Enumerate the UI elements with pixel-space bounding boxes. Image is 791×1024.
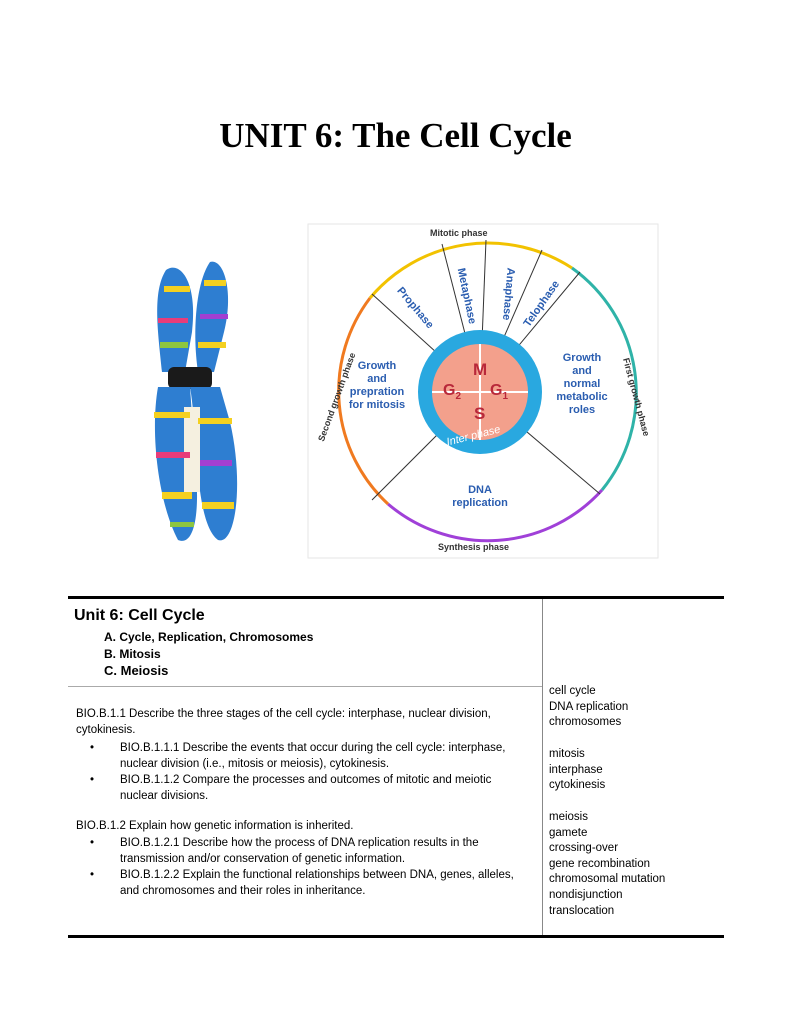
- standards-table: Unit 6: Cell Cycle A. Cycle, Replication…: [68, 596, 724, 938]
- vocab-group-2: mitosis interphase cytokinesis: [549, 747, 605, 794]
- vocab-term: mitosis: [549, 748, 585, 760]
- left-region-line: for mitosis: [348, 399, 406, 411]
- cell-cycle-figure: Mitotic phase Second growth phase First …: [140, 222, 660, 562]
- left-region-line: Growth: [357, 360, 397, 372]
- bottom-region-line: replication: [452, 497, 508, 509]
- vocab-term: DNA replication: [549, 700, 629, 713]
- standard-bullet: • BIO.B.1.1.1 Describe the events that o…: [90, 740, 518, 772]
- left-region-line: prepration: [349, 386, 405, 398]
- subtopic-a: A. Cycle, Replication, Chromosomes: [104, 630, 314, 644]
- mitotic-phase-label: Mitotic phase: [430, 228, 488, 238]
- subtopic-c: C. Meiosis: [104, 663, 169, 678]
- g1-letter: G: [490, 382, 503, 399]
- vocab-term: meiosis: [549, 811, 588, 823]
- vocab-term: crossing-over: [549, 842, 619, 855]
- right-region-line: and: [572, 365, 592, 377]
- left-region-text: Growth and prepration for mitosis: [332, 360, 422, 412]
- vocab-term: translocation: [549, 904, 615, 917]
- left-region-line: and: [367, 373, 387, 385]
- bottom-region-text: DNA replication: [440, 484, 520, 510]
- subtopic-b: B. Mitosis: [104, 647, 161, 661]
- right-region-line: metabolic: [556, 391, 608, 403]
- center-m-label: M: [473, 360, 488, 379]
- right-region-text: Growth and normal metabolic roles: [542, 352, 622, 417]
- vocab-term: cell cycle: [549, 685, 596, 697]
- standard-bullet-text: BIO.B.1.1.2 Compare the processes and ou…: [120, 774, 492, 802]
- standard-bullet-text: BIO.B.1.2.2 Explain the functional relat…: [120, 869, 514, 897]
- vocab-term: cytokinesis: [549, 779, 606, 792]
- page-title: UNIT 6: The Cell Cycle: [219, 116, 572, 155]
- standard-main: BIO.B.1.2 Explain how genetic informatio…: [76, 820, 354, 832]
- bullet-glyph: •: [90, 742, 95, 754]
- vocab-group-1: cell cycle DNA replication chromosomes: [549, 684, 628, 731]
- synthesis-phase-label: Synthesis phase: [438, 542, 510, 552]
- center-s-label: S: [474, 404, 486, 423]
- standard-bullet-text: BIO.B.1.2.1 Describe how the process of …: [120, 837, 479, 865]
- center-g2-label: G2: [443, 382, 461, 402]
- bottom-region-line: DNA: [468, 484, 492, 496]
- standard-bullet: • BIO.B.1.2.2 Explain the functional rel…: [90, 867, 518, 899]
- g2-subscript: 2: [455, 391, 462, 403]
- bullet-glyph: •: [90, 837, 95, 849]
- vocab-term: chromosomes: [549, 716, 622, 729]
- g2-letter: G: [443, 382, 456, 399]
- vocab-group-3: meiosis gamete crossing-over gene recomb…: [549, 810, 665, 919]
- vocab-term: chromosomal mutation: [549, 873, 666, 886]
- cell-cycle-diagram: [154, 223, 659, 559]
- right-region-line: roles: [568, 404, 596, 416]
- vocab-term: gene recombination: [549, 857, 651, 870]
- vocab-term: nondisjunction: [549, 888, 623, 901]
- standard-bullet: • BIO.B.1.1.2 Compare the processes and …: [90, 772, 518, 804]
- standard-bullet-text: BIO.B.1.1.1 Describe the events that occ…: [120, 742, 506, 770]
- vocab-term: gamete: [549, 826, 588, 839]
- center-g1-label: G1: [490, 382, 508, 402]
- chromosome-illustration: [154, 261, 238, 541]
- standard-main: BIO.B.1.1 Describe the three stages of t…: [76, 708, 491, 736]
- right-region-line: normal: [563, 378, 601, 390]
- column-divider: [542, 599, 543, 935]
- standard-bullet: • BIO.B.1.2.1 Describe how the process o…: [90, 835, 518, 867]
- bullet-glyph: •: [90, 869, 95, 881]
- row-divider: [68, 686, 542, 687]
- vocab-term: interphase: [549, 763, 603, 776]
- unit-heading: Unit 6: Cell Cycle: [74, 607, 205, 624]
- bullet-glyph: •: [90, 774, 95, 786]
- right-region-line: Growth: [562, 352, 602, 364]
- g1-subscript: 1: [502, 391, 509, 403]
